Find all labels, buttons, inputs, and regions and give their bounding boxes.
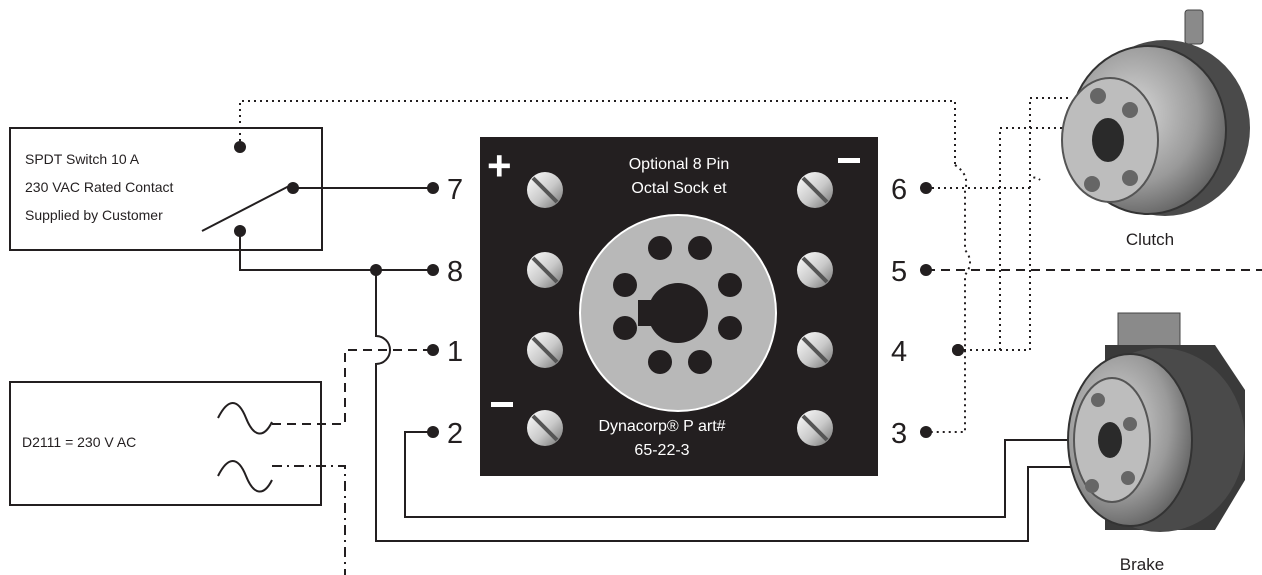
pin-dot-4 <box>952 344 964 356</box>
pin-dot-3 <box>920 426 932 438</box>
switch-label-line1: SPDT Switch 10 A <box>25 151 140 167</box>
pin-dot-5 <box>920 264 932 276</box>
screw-terminal-2 <box>527 410 563 446</box>
pin-dot-1 <box>427 344 439 356</box>
pin-dot-2 <box>427 426 439 438</box>
switch-blade <box>201 183 294 232</box>
power-label: D2111 = 230 V AC <box>22 434 136 450</box>
wire-pin6-bridge <box>1029 176 1041 188</box>
pin-dot-7 <box>427 182 439 194</box>
socket-part-1: Dynacorp® P art# <box>598 418 725 435</box>
pin-hole <box>613 273 637 297</box>
minus-symbol-right <box>838 158 860 163</box>
screw-terminal-7 <box>527 172 563 208</box>
pin-holes <box>613 236 742 374</box>
screw-terminal-6 <box>797 172 833 208</box>
ac-source-symbol-top <box>217 402 273 435</box>
pin-hole <box>718 316 742 340</box>
pin-label-7: 7 <box>447 174 463 206</box>
key-notch <box>638 300 660 326</box>
pin-hole <box>718 273 742 297</box>
center-key-hole <box>648 283 708 343</box>
switch-label-line3: Supplied by Customer <box>25 207 163 223</box>
brake-device: Brake <box>1067 312 1245 574</box>
power-box: D2111 = 230 V AC <box>9 381 322 506</box>
pin-label-1: 1 <box>447 336 463 368</box>
octal-socket: + Optional 8 Pin Octal Sock et Dynacorp®… <box>480 137 878 476</box>
wire-pin4-dotted-b <box>958 97 1070 351</box>
socket-part-2: 65-22-3 <box>634 442 689 459</box>
pin-label-8: 8 <box>447 256 463 288</box>
wire-ac-return <box>272 465 346 575</box>
minus-symbol-left <box>491 402 513 407</box>
pin-terminals: 7 8 1 2 6 5 4 3 <box>427 174 964 450</box>
socket-title-1: Optional 8 Pin <box>629 156 730 173</box>
clutch-label: Clutch <box>1126 230 1174 249</box>
pin-label-2: 2 <box>447 418 463 450</box>
brake-label: Brake <box>1120 555 1164 574</box>
pin-hole <box>648 236 672 260</box>
ac-source-symbol-bottom <box>217 460 273 493</box>
wires <box>239 97 1262 575</box>
switch-label-line2: 230 VAC Rated Contact <box>25 179 173 195</box>
screw-terminal-3 <box>797 410 833 446</box>
pin-label-6: 6 <box>891 174 907 206</box>
pin-label-5: 5 <box>891 256 907 288</box>
pin-hole <box>648 350 672 374</box>
clutch-device: Clutch <box>1061 9 1250 249</box>
switch-box: SPDT Switch 10 A 230 VAC Rated Contact S… <box>9 127 323 251</box>
wire-dotted-pin3 <box>926 164 971 433</box>
wire-dotted-top <box>239 100 956 165</box>
plus-symbol: + <box>487 142 512 189</box>
screw-terminal-1 <box>527 332 563 368</box>
wire-pin2-to-brake <box>404 431 1085 518</box>
screw-terminal-5 <box>797 252 833 288</box>
screw-terminal-8 <box>527 252 563 288</box>
socket-title-2: Octal Sock et <box>631 180 727 197</box>
pin-label-4: 4 <box>891 336 907 368</box>
screw-terminal-4 <box>797 332 833 368</box>
wire-ac-to-pin1 <box>272 349 433 425</box>
screw-terminals <box>527 172 833 446</box>
wire-pin8-to-brake <box>375 270 1085 542</box>
pin-hole <box>688 350 712 374</box>
pin-hole <box>613 316 637 340</box>
wire-switch-to-pin8 <box>239 231 433 271</box>
pin-label-3: 3 <box>891 418 907 450</box>
pin-dot-8 <box>427 264 439 276</box>
wire-pin4-dotted-a <box>958 127 1067 351</box>
pin-dot-6 <box>920 182 932 194</box>
pin-hole <box>688 236 712 260</box>
